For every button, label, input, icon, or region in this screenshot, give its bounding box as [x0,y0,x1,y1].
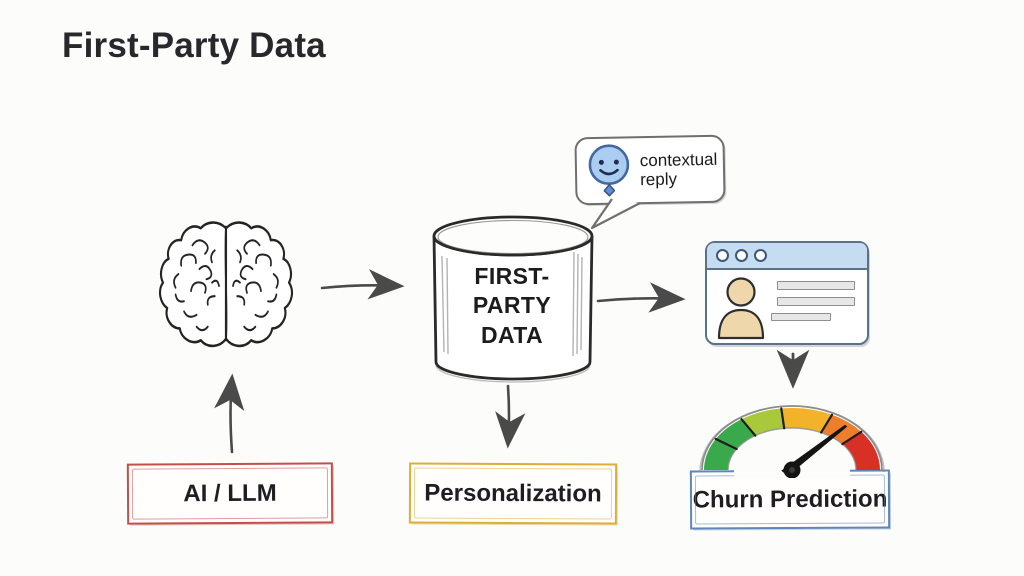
arrow-datastore-to-card [596,282,686,313]
gauge-ticks [714,407,863,451]
card-titlebar [707,243,867,270]
ai-llm-label: AI / LLM [183,479,277,507]
gauge-segment-yellowgreen [741,408,785,436]
arrow-aillm-to-brain [214,373,245,454]
ai-llm-box: AI / LLM [126,462,334,525]
gauge-segment-green [704,419,756,470]
user-avatar-icon [717,277,765,340]
arrow-brain-to-datastore [320,269,405,300]
gauge-needle [781,424,848,476]
speech-bubble: contextual reply [574,134,726,206]
gauge-segment-gold [781,408,832,433]
gauge-meter-icon [699,405,885,478]
gauge-segment-orange [821,414,862,445]
text-placeholder-line [777,297,855,306]
personalization-label: Personalization [424,479,602,507]
datastore-label: FIRST- PARTY DATA [472,263,552,348]
page-title: First-Party Data [62,26,326,65]
window-button-icon [735,249,748,262]
personalization-box: Personalization [408,462,618,525]
churn-prediction-label: Churn Prediction [692,484,888,514]
user-profile-card-icon [705,241,869,345]
brain-icon [158,221,294,348]
arrow-datastore-to-personalization [495,384,526,449]
chat-smiley-icon [588,144,630,197]
window-button-icon [716,249,729,262]
speech-bubble-text: contextual reply [639,149,718,190]
text-placeholder-line [771,313,831,321]
text-placeholder-line [777,281,855,290]
churn-prediction-box: Churn Prediction [689,469,891,530]
window-button-icon [754,249,767,262]
gauge-segment-red [842,431,880,470]
